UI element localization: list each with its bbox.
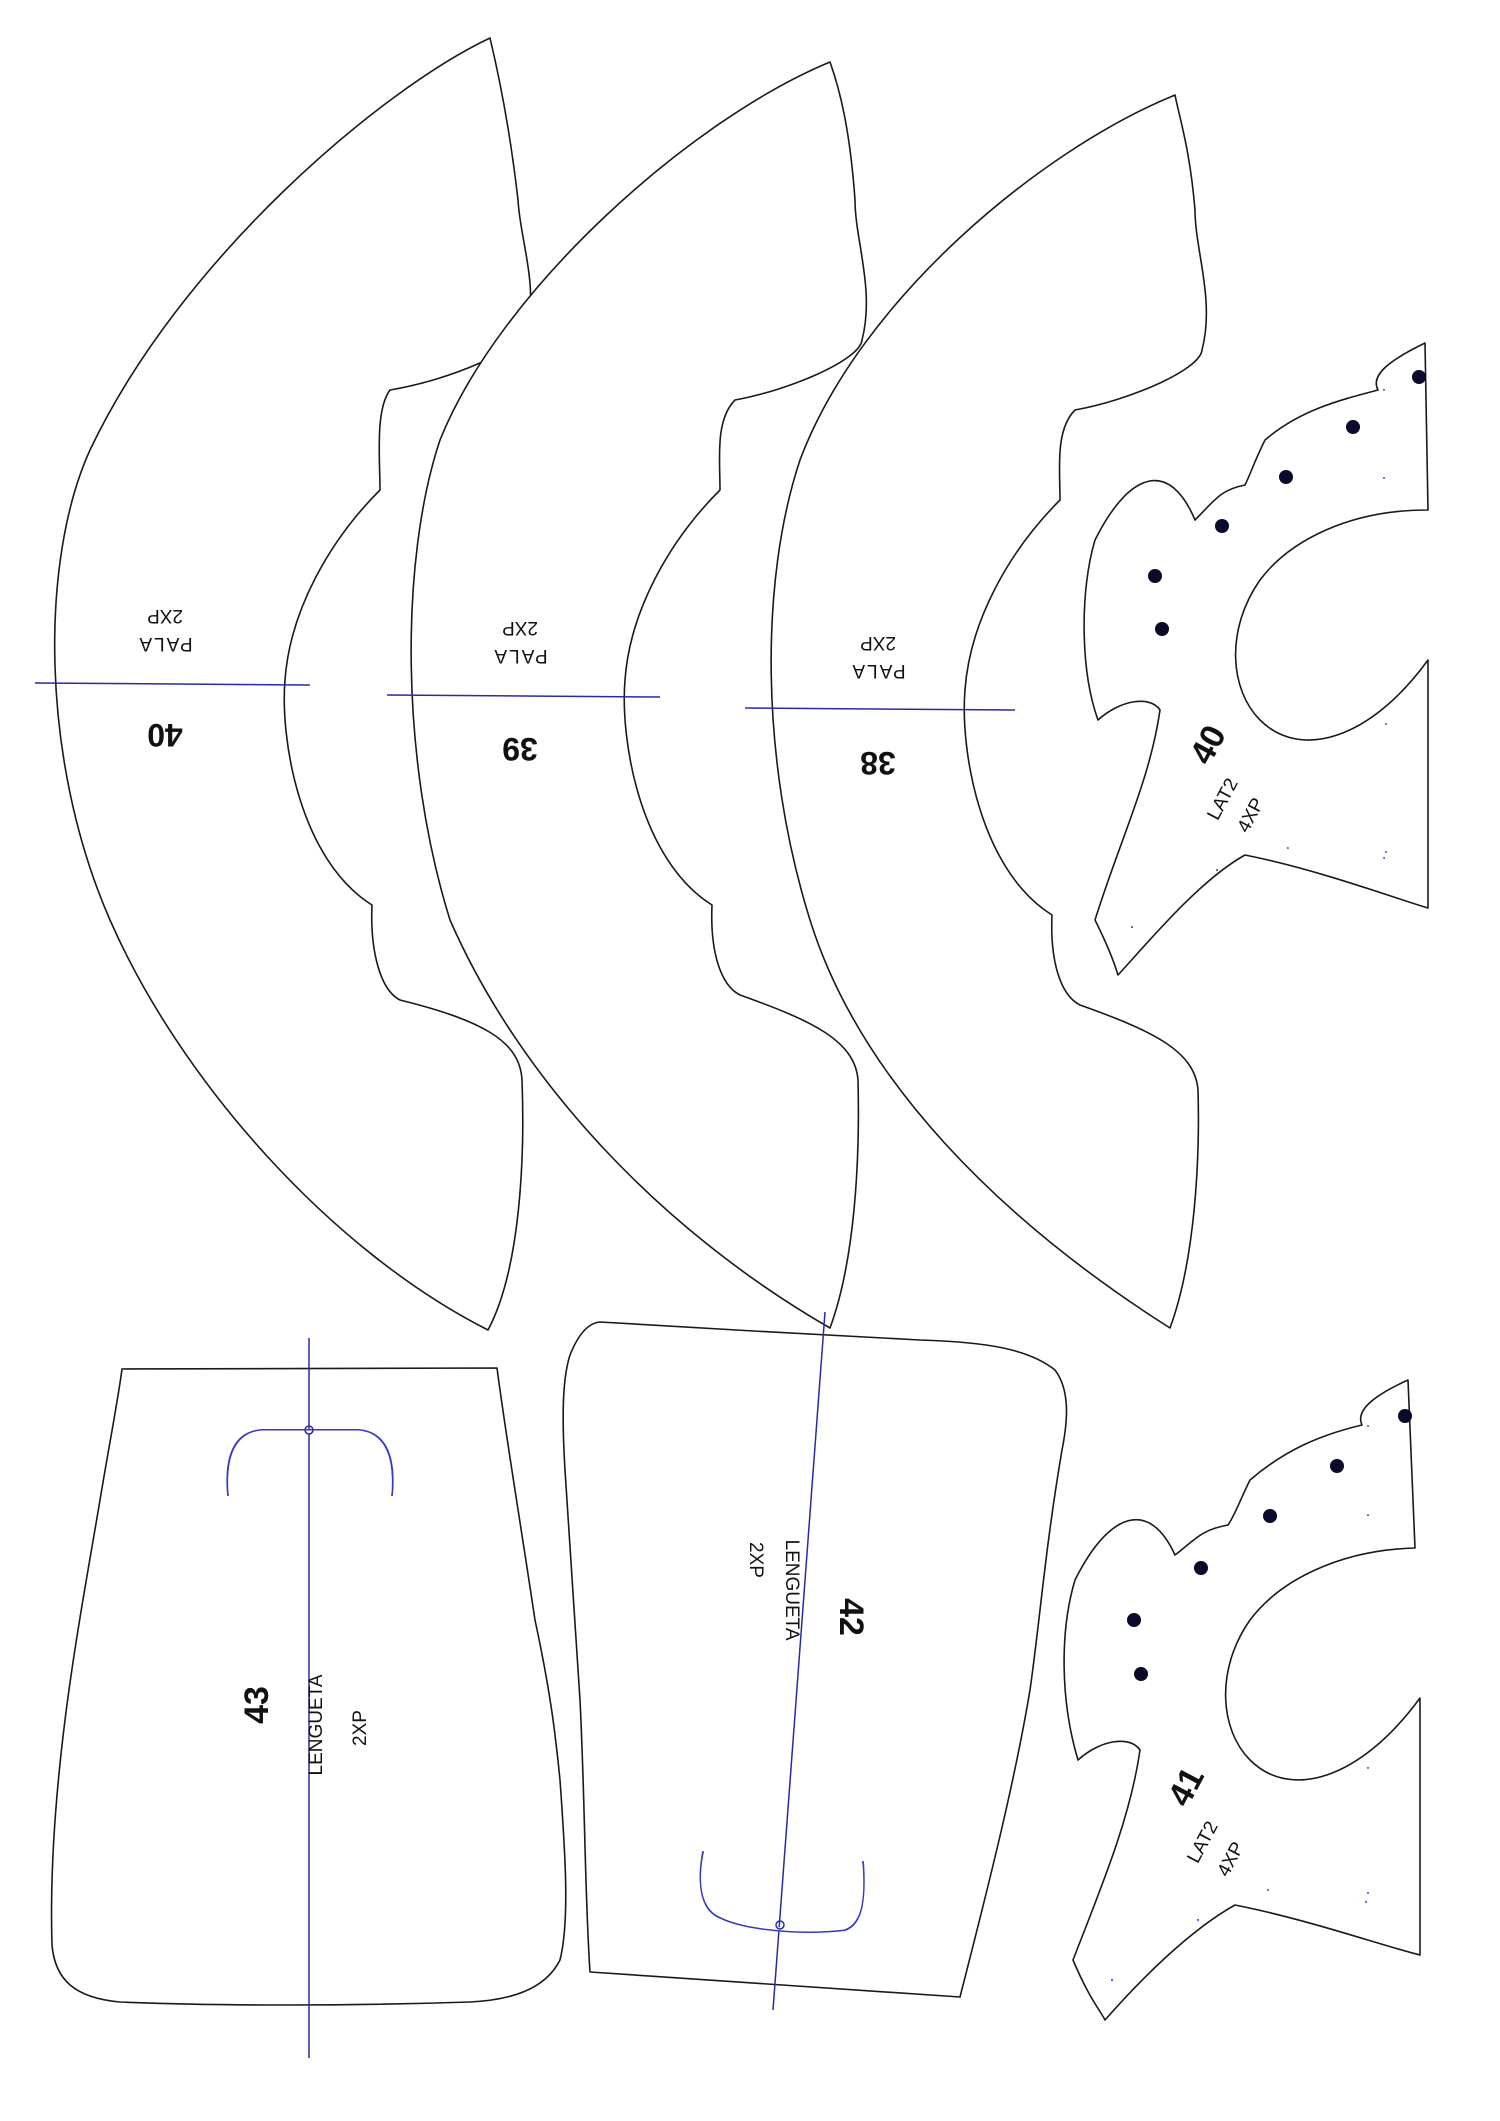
hole (1346, 420, 1360, 434)
hole (1330, 1459, 1344, 1473)
hole (1263, 1509, 1277, 1523)
pala-39-qty: 2XP (502, 617, 538, 638)
pala-39-centerline (386, 694, 661, 698)
hole (1398, 1409, 1412, 1423)
lat2-40-slots (1131, 389, 1388, 928)
pala-40-qty: 2XP (147, 605, 183, 626)
lengueta-42-centerline (772, 1311, 826, 2011)
lengueta-42-outline (562, 1321, 1068, 1998)
pala-38-number: 38 (860, 745, 896, 781)
lat2-41-holes (1127, 1409, 1412, 1681)
pala-39-number: 39 (502, 731, 538, 767)
hole (1215, 519, 1229, 533)
pala-40-centerline (34, 682, 311, 686)
piece-pala-38[interactable]: PALA 2XP 38 (744, 94, 1208, 1329)
lat2-41-outline (1063, 1379, 1421, 2021)
piece-lat2-40[interactable]: 40 LAT2 4XP (1083, 342, 1429, 976)
piece-lengueta-42[interactable]: 42 LENGUETA 2XP (562, 1311, 1068, 2011)
pala-38-name: PALA (850, 660, 905, 681)
hole (1134, 1667, 1148, 1681)
lengueta-43-name: LENGUETA (306, 1674, 327, 1775)
lengueta-43-slot (226, 1429, 394, 1496)
piece-pala-39[interactable]: PALA 2XP 39 (386, 61, 868, 1329)
piece-lat2-41[interactable]: 41 LAT2 4XP (1063, 1379, 1421, 2021)
hole (1194, 1561, 1208, 1575)
pala-38-centerline (744, 707, 1016, 711)
pala-38-outline (770, 94, 1208, 1329)
lengueta-43-number: 43 (238, 1686, 276, 1724)
lat2-41-slots (1111, 1425, 1370, 1981)
lengueta-42-qty: 2XP (745, 1542, 766, 1578)
piece-lengueta-43[interactable]: 43 LENGUETA 2XP (50, 1338, 567, 2058)
pala-39-name: PALA (492, 645, 547, 666)
lengueta-42-number: 42 (832, 1598, 870, 1636)
lat2-40-holes (1148, 370, 1426, 636)
hole (1127, 1613, 1141, 1627)
lengueta-42-notch (775, 1920, 785, 1930)
lengueta-43-qty: 2XP (350, 1710, 371, 1746)
hole (1279, 470, 1293, 484)
pala-40-outline (53, 37, 532, 1331)
lat2-40-outline (1083, 342, 1429, 976)
piece-pala-40[interactable]: PALA 2XP 40 (34, 37, 532, 1331)
pala-38-qty: 2XP (860, 632, 896, 653)
lengueta-42-name: LENGUETA (781, 1539, 802, 1640)
lengueta-43-notch (304, 1425, 314, 1435)
hole (1155, 622, 1169, 636)
pala-40-name: PALA (137, 633, 192, 654)
hole (1148, 569, 1162, 583)
hole (1412, 370, 1426, 384)
lengueta-42-slot (699, 1851, 865, 1933)
pala-40-number: 40 (147, 717, 183, 753)
pala-39-outline (410, 61, 868, 1329)
